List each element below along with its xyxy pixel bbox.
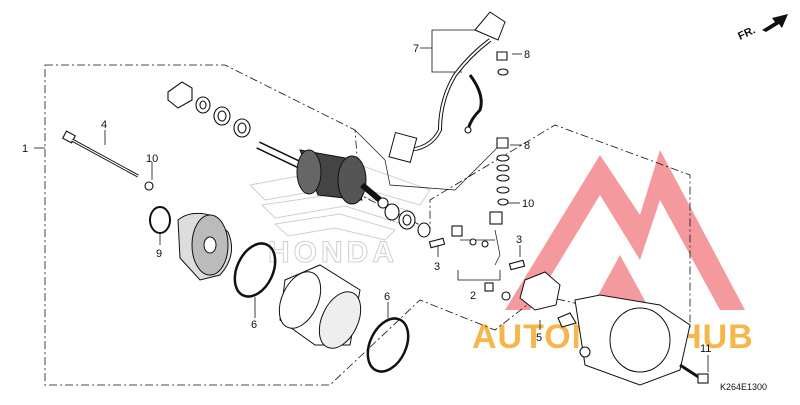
o-ring-yoke-rear: [366, 317, 410, 373]
starter-cable: [388, 11, 506, 164]
honda-watermark-text: HONDA: [268, 236, 398, 269]
honda-wing-watermark: HONDA: [248, 164, 431, 270]
leader-lines: [34, 29, 709, 372]
callout-1: 1: [22, 143, 28, 155]
front-arrow-icon: [762, 14, 788, 32]
callout-3-right: 3: [516, 234, 522, 246]
callout-5: 5: [536, 332, 542, 344]
through-bolt: [61, 130, 139, 178]
callout-6-left: 6: [251, 319, 257, 331]
diagram-code: K264E1300: [720, 382, 767, 392]
mounting-bolt: [679, 363, 709, 384]
callout-4: 4: [101, 119, 107, 131]
callout-6-right: 6: [384, 291, 390, 303]
brush-holder-parts: [428, 211, 526, 301]
callout-10-left: 10: [146, 153, 158, 165]
callout-3-left: 3: [434, 261, 440, 273]
washer-small-left: [144, 181, 154, 191]
callout-8-middle: 8: [524, 140, 530, 152]
callout-11: 11: [700, 343, 711, 355]
wire-harness-outline: [354, 129, 506, 191]
callout-10-right: 10: [522, 198, 534, 210]
assembly-outline: [44, 64, 691, 386]
callout-2: 2: [470, 290, 476, 302]
callout-labels: 1 4 10 9 6 6 7 8 8 10 3 3 2 5 11: [22, 43, 711, 355]
callout-7: 7: [413, 43, 419, 55]
callout-9: 9: [156, 248, 162, 260]
callout-8-top: 8: [524, 49, 530, 61]
brush-holder: [519, 271, 561, 311]
armature-washers: [167, 81, 251, 138]
yoke-housing: [278, 264, 362, 349]
o-ring-yoke-front: [233, 242, 277, 298]
front-direction-label: FR.: [736, 24, 757, 42]
front-cover: [177, 212, 233, 281]
armature-end-washers: [384, 203, 431, 238]
rear-cover: [557, 294, 691, 386]
armature: [256, 141, 389, 209]
terminal-hardware-stack: [496, 51, 510, 206]
front-direction-indicator: FR.: [736, 14, 788, 43]
o-ring-front: [149, 206, 171, 234]
